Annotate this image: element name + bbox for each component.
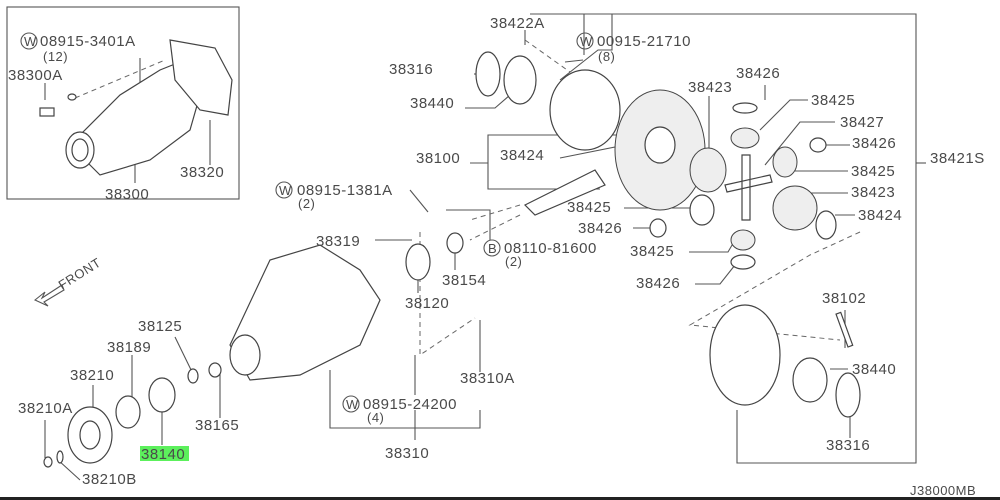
washer-symbol: W (279, 183, 292, 198)
part-label: 38423 (688, 79, 732, 96)
part-label: 38426 (852, 135, 896, 152)
part-label: 08915-1381A (297, 182, 393, 199)
part-label: 38425 (811, 92, 855, 109)
gear-carrier-housing-drawing (208, 244, 381, 381)
part-label: 38421S (930, 150, 985, 167)
part-label: 38425 (630, 243, 674, 260)
qty-label: (12) (43, 49, 68, 64)
qty-label: (8) (598, 49, 615, 64)
front-seal-parts-drawing (43, 232, 464, 468)
part-label: 38423 (851, 184, 895, 201)
part-label: 08110-81600 (504, 240, 597, 257)
front-label: FRONT (56, 255, 104, 293)
qty-label: (2) (298, 196, 315, 211)
carrier-assembly-drawing (39, 39, 233, 176)
part-label: 38165 (195, 417, 239, 434)
part-label: 38154 (442, 272, 486, 289)
part-label: 38319 (316, 233, 360, 250)
pinion-and-ring-gear-drawing (475, 51, 837, 270)
part-label: 38320 (180, 164, 224, 181)
washer-symbol: W (24, 34, 37, 49)
part-label: 38427 (840, 114, 884, 131)
part-label: 38425 (851, 163, 895, 180)
part-label: 38189 (107, 339, 151, 356)
diagram-id: J38000MB (910, 483, 976, 498)
part-label: 38422A (490, 15, 545, 32)
part-label: 38426 (578, 220, 622, 237)
part-label: 08915-24200 (363, 396, 457, 413)
bolt-symbol: B (488, 241, 497, 256)
part-label: 38426 (736, 65, 780, 82)
part-label: 38440 (410, 95, 454, 112)
part-label: 38300A (8, 67, 63, 84)
part-label: 38102 (822, 290, 866, 307)
washer-symbol: W (580, 34, 593, 49)
highlight-marker (140, 446, 189, 461)
part-label: 38426 (636, 275, 680, 292)
highlighted-part-label[interactable]: 38140 (141, 446, 185, 463)
part-label: 38316 (826, 437, 870, 454)
part-label: 38210 (70, 367, 114, 384)
qty-label: (2) (505, 254, 522, 269)
bottom-border (0, 497, 1000, 500)
part-label: 38425 (567, 199, 611, 216)
part-label: 38210A (18, 400, 73, 417)
part-label: 38310 (385, 445, 429, 462)
part-label: 38120 (405, 295, 449, 312)
part-label: 38424 (858, 207, 902, 224)
part-label: 38440 (852, 361, 896, 378)
part-label: 38424 (500, 147, 544, 164)
callouts: W 08915-3401A (12) 38300A 38320 38300 38… (8, 15, 985, 498)
part-label: 00915-21710 (597, 33, 691, 50)
part-label: 38300 (105, 186, 149, 203)
part-label: 38316 (389, 61, 433, 78)
front-arrow-icon: FRONT (33, 255, 104, 307)
part-label: 38100 (416, 150, 460, 167)
part-label: 38310A (460, 370, 515, 387)
inset-assembly-box (6, 6, 240, 200)
part-label: 38210B (82, 471, 137, 488)
qty-label: (4) (367, 410, 384, 425)
washer-symbol: W (346, 397, 359, 412)
part-label: 08915-3401A (40, 33, 136, 50)
side-flange-drawing (709, 304, 861, 418)
part-label: 38125 (138, 318, 182, 335)
